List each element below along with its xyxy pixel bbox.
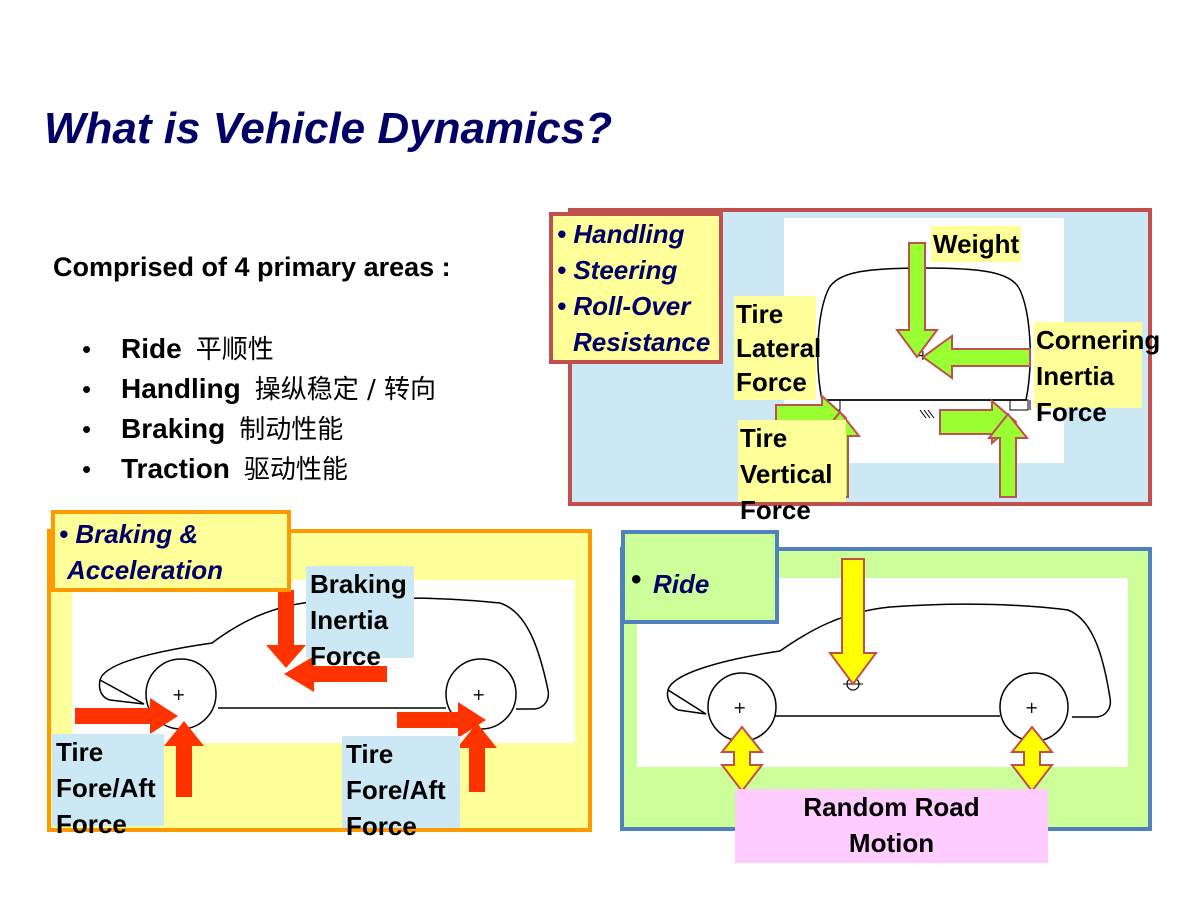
label-line: Tire (736, 299, 784, 329)
list-item: • Braking 制动性能 (82, 409, 436, 449)
label-line: Motion (848, 828, 935, 858)
svg-text:+: + (733, 698, 746, 717)
topic-rollover: • Roll-Over (557, 291, 691, 321)
weight-arrow (895, 242, 939, 359)
braking-topics-box: • Braking & Acceleration (51, 510, 291, 592)
braking-inertia-label: Braking Inertia Force (306, 566, 414, 671)
area-name: Ride (121, 333, 182, 364)
tire-vertical-label: Tire Vertical Force (738, 420, 846, 525)
bullet-dot: • (82, 454, 92, 484)
ride-topic-box: • Ride (621, 530, 779, 624)
ride-load-arrow (828, 558, 878, 686)
label-line: Random Road (803, 792, 980, 822)
list-item: • Handling 操纵稳定 / 转向 (82, 369, 436, 409)
list-item: • Traction 驱动性能 (82, 449, 436, 489)
braking-down-arrow (266, 590, 306, 668)
label-line: Lateral (736, 333, 822, 363)
svg-text:+: + (172, 685, 185, 704)
tire-fore-aft-arrow-right (397, 702, 486, 738)
topic-braking: • Braking & (59, 519, 199, 549)
handling-topics-box: • Handling • Steering • Roll-Over Resist… (549, 212, 723, 364)
bullet-dot: • (631, 563, 642, 596)
label-line: Fore/Aft (346, 775, 446, 805)
random-road-motion-label: Random Road Motion (735, 789, 1048, 863)
label-line: Fore/Aft (56, 773, 156, 803)
label-line: Tire (56, 737, 104, 767)
topic-resistance: Resistance (573, 327, 711, 357)
tire-vertical-arrow-right (986, 412, 1030, 498)
label-line: Force (310, 641, 381, 671)
label-line: Force (56, 809, 127, 839)
label-line: Inertia (310, 605, 389, 635)
tire-lateral-label: Tire Lateral Force (734, 296, 821, 400)
page-title: What is Vehicle Dynamics? (44, 104, 613, 153)
area-name-zh: 驱动性能 (243, 455, 348, 485)
label-line: Tire (740, 423, 788, 453)
tire-vertical-arrow-left (164, 721, 204, 797)
topic-steering: • Steering (557, 255, 678, 285)
label-line: Force (736, 367, 807, 397)
label-line: Inertia (1036, 361, 1115, 391)
car-side-view (666, 603, 1112, 718)
area-list: • Ride 平顺性 • Handling 操纵稳定 / 转向 • Braking 制动性能… (82, 329, 436, 489)
area-name: Handling (121, 373, 241, 404)
topic-ride: Ride (653, 569, 710, 599)
braking-left-arrow (284, 656, 387, 692)
bullet-dot: • (82, 334, 92, 364)
topic-acceleration: Acceleration (67, 555, 224, 585)
svg-text:+: + (1025, 698, 1038, 717)
cornering-arrow (921, 334, 1031, 380)
area-name: Traction (121, 453, 230, 484)
tire-fore-aft-arrow-left (75, 698, 178, 734)
label-line: Force (1036, 397, 1107, 427)
label-line: Vertical (740, 459, 833, 489)
intro-text: Comprised of 4 primary areas : (53, 252, 451, 282)
tire-fore-aft-label-right: Tire Fore/Aft Force (342, 736, 460, 841)
label-line: Tire (346, 739, 394, 769)
topic-handling: • Handling (557, 219, 685, 249)
bullet-dot: • (82, 414, 92, 444)
tire-vertical-arrow-right (457, 723, 497, 792)
weight-label: Weight (931, 226, 1022, 262)
bullet-dot: • (82, 374, 92, 404)
cornering-inertia-label: Cornering Inertia Force (1034, 322, 1160, 427)
label-line: Cornering (1036, 325, 1161, 355)
area-name-zh: 平顺性 (195, 335, 274, 365)
list-item: • Ride 平顺性 (82, 329, 436, 369)
svg-text:+: + (472, 685, 485, 704)
label-line: Force (346, 811, 417, 841)
label-line: Force (740, 495, 811, 525)
area-name-zh: 制动性能 (239, 415, 344, 445)
area-name-zh: 操纵稳定 / 转向 (254, 375, 437, 405)
tire-fore-aft-label-left: Tire Fore/Aft Force (52, 734, 164, 839)
area-name: Braking (121, 413, 226, 444)
label-line: Braking (310, 569, 407, 599)
